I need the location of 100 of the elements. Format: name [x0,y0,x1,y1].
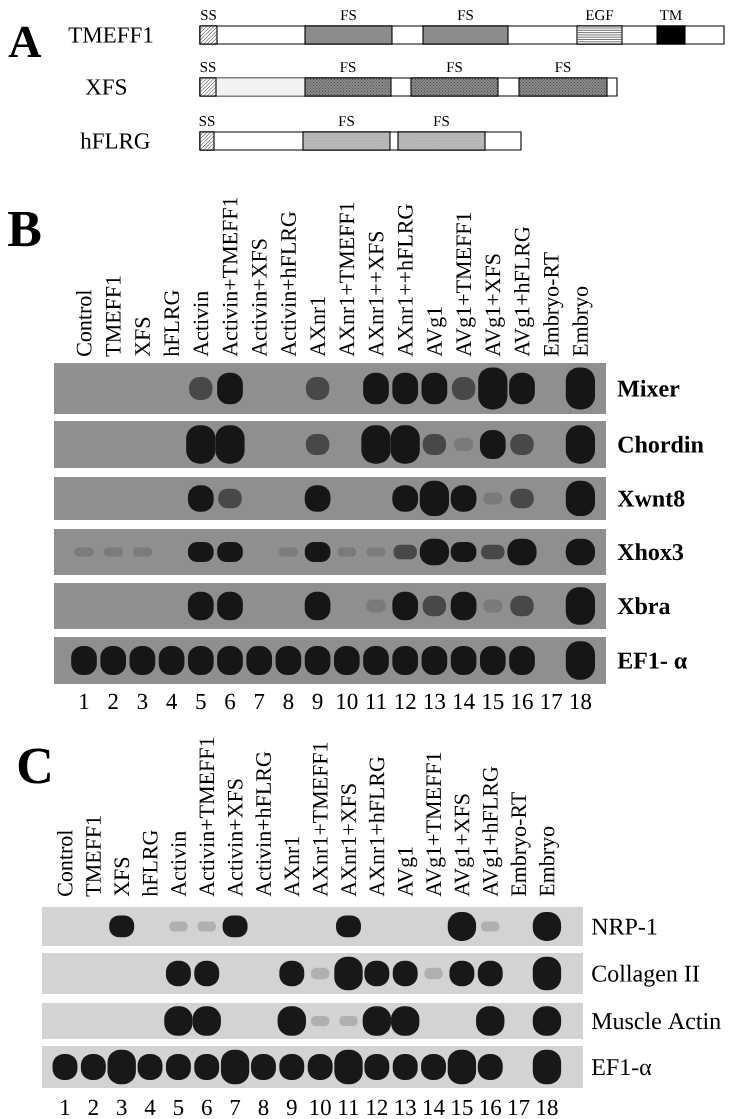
lane-number: 11 [366,693,386,709]
lane-label: Activin [171,831,186,897]
lane-label: Control [57,830,73,896]
lane-label: AVg1 [427,307,447,357]
lane-label: Embryo [572,286,593,357]
domain-label: FS [555,62,571,73]
lane-number: 17 [541,693,563,709]
lane-label: AXnr1 [310,297,325,357]
lane-label: AVg1 [397,847,418,897]
lane-label: TMEFF1 [106,276,121,357]
lane-label: AVg1+XFS [485,254,505,357]
lane-label: Activin+hFLRG [255,751,271,897]
lane-label: AXnr1++XFS [368,231,384,357]
domain-label: FS [340,62,356,73]
lane-number: 14 [454,693,475,709]
gene-label: Xwnt8 [617,490,685,507]
lane-number: 3 [137,693,148,710]
lane-number: 7 [254,693,265,709]
lane-number: 4 [166,693,177,709]
lane-number: 16 [480,1099,502,1116]
gene-label: Xhox3 [617,543,684,561]
lane-number: 14 [424,1099,445,1115]
gene-label: Collagen II [592,964,699,987]
lane-label: TMEFF1 [86,816,101,897]
lane-label: XFS [114,857,130,897]
domain-label: FS [340,10,356,21]
lane-number: 15 [483,693,504,710]
domain-label: TM [660,10,682,20]
lane-label: AVg1+TMEFF1 [426,752,446,897]
lane-label: AXnr1+hFLRG [368,756,385,897]
lane-number: 2 [108,693,118,709]
lane-number: 1 [61,1099,70,1115]
lane-number: 7 [230,1099,241,1115]
lane-label: hFLRG [163,290,180,357]
domain-label: EGF [585,10,614,21]
lane-number: 5 [196,693,206,710]
lane-number: 18 [570,693,592,710]
lane-number: 9 [286,1099,297,1116]
domain-label: FS [338,116,354,127]
lane-label: Embryo-RT [543,252,564,357]
protein-name: XFS [85,79,126,95]
protein-name: hFLRG [80,132,150,149]
lane-label: AXnr1++hFLRG [397,204,413,357]
lane-number: 10 [337,693,358,710]
gene-label: EF1-α [591,1059,652,1076]
lane-label: AXnr1 [284,837,300,897]
lane-label: Activin+hFLRG [280,211,296,357]
lane-number: 3 [117,1099,127,1116]
protein-name: TMEFF1 [68,27,153,43]
domain-segment [302,131,391,151]
domain-label: SS [200,62,216,73]
gene-label: Xbra [617,597,671,615]
lane-label: XFS [135,317,150,357]
domain-segment [397,131,486,151]
lane-number: 12 [367,1099,388,1115]
lane-label: hFLRG [142,830,158,897]
domain-segment [410,77,499,97]
lane-label: Activin+TMEFF1 [222,197,238,357]
lane-label: Activin+TMEFF1 [199,737,215,897]
lane-label: AVg1+XFS [454,794,474,897]
lane-number: 10 [310,1099,331,1116]
domain-label: SS [199,116,215,127]
lane-number: 8 [258,1099,269,1116]
domain-segment [304,77,392,97]
lane-number: 8 [283,693,294,710]
panel-letter: C [18,748,50,784]
gene-label: Chordin [618,435,704,453]
panel-letter: A [8,26,42,57]
gene-label: NRP-1 [591,918,657,935]
lane-number: 17 [509,1099,530,1115]
lane-number: 16 [512,693,533,710]
lane-number: 15 [452,1099,473,1116]
lane-number: 13 [395,1099,416,1116]
lane-label: AXnr1+XFS [341,784,356,897]
lane-label: Activin [193,291,209,357]
lane-label: Embryo [539,826,559,897]
lane-label: AXnr1+TMEFF1 [312,742,328,897]
lane-label: Embryo-RT [510,792,531,897]
lane-number: 13 [424,693,445,710]
domain-segment [518,77,608,97]
lane-number: 9 [312,693,323,710]
lane-number: 6 [225,693,236,710]
lane-number: 2 [88,1099,98,1115]
domain-label: FS [433,116,449,127]
lane-number: 12 [395,693,416,709]
lane-label: Activin+XFS [227,779,243,897]
lane-label: AVg1+hFLRG [514,226,535,357]
panel-letter: B [8,211,41,247]
lane-label: AVg1+hFLRG [482,766,503,897]
gene-label: EF1- α [617,652,687,669]
lane-label: AXnr1+TMEFF1 [339,202,355,357]
lane-number: 11 [339,1099,359,1115]
lane-number: 1 [80,693,89,709]
lane-number: 4 [144,1099,156,1115]
lane-number: 6 [202,1099,212,1116]
lane-label: Control [76,290,92,356]
lane-label: AVg1+TMEFF1 [456,212,476,357]
domain-label: SS [201,10,216,21]
lane-number: 5 [174,1099,184,1116]
lane-number: 18 [537,1099,558,1116]
